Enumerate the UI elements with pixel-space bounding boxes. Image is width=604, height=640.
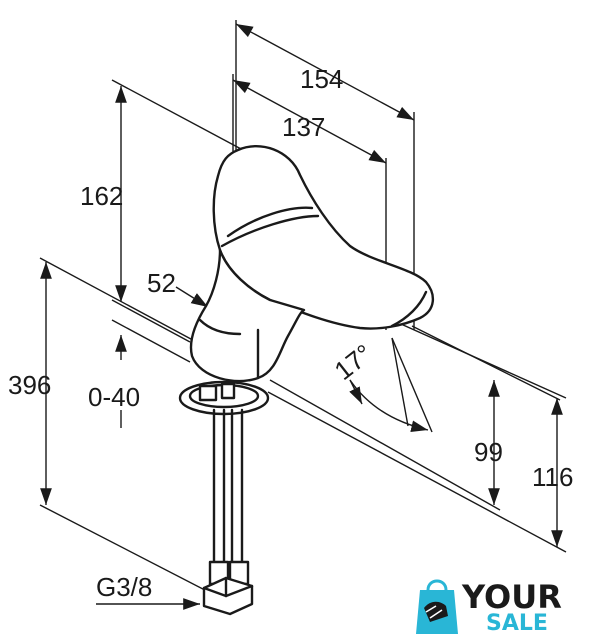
supply-hoses	[202, 408, 254, 616]
logo-word-sale: SALE	[486, 611, 548, 636]
yoursale-logo: YOUR SALE	[416, 578, 562, 636]
dimension-396-label: 396	[8, 370, 51, 400]
dimension-99: 99	[269, 325, 561, 511]
angle-17: 17°	[329, 337, 433, 433]
shopping-bag-hand-icon	[416, 579, 458, 634]
dimension-52-label: 52	[147, 268, 176, 298]
dimension-116: 116	[267, 319, 573, 553]
angle-17-label: 17°	[329, 338, 378, 386]
dimension-116-label: 116	[532, 462, 573, 492]
mounting-ring	[178, 380, 270, 416]
thread-g38-label: G3/8	[96, 572, 152, 602]
dimension-0-40-label: 0-40	[88, 382, 140, 412]
dimension-99-label: 99	[474, 437, 503, 467]
dimension-396: 396	[8, 257, 231, 604]
dimension-0-40: 0-40	[88, 319, 191, 428]
faucet-body	[189, 145, 434, 383]
thread-label: G3/8	[96, 572, 200, 610]
logo-word-your: YOUR	[461, 578, 562, 616]
dimension-154-label: 154	[300, 64, 343, 94]
dimension-162: 162	[80, 79, 259, 343]
dimension-162-label: 162	[80, 181, 123, 211]
dimension-137-label: 137	[282, 112, 325, 142]
